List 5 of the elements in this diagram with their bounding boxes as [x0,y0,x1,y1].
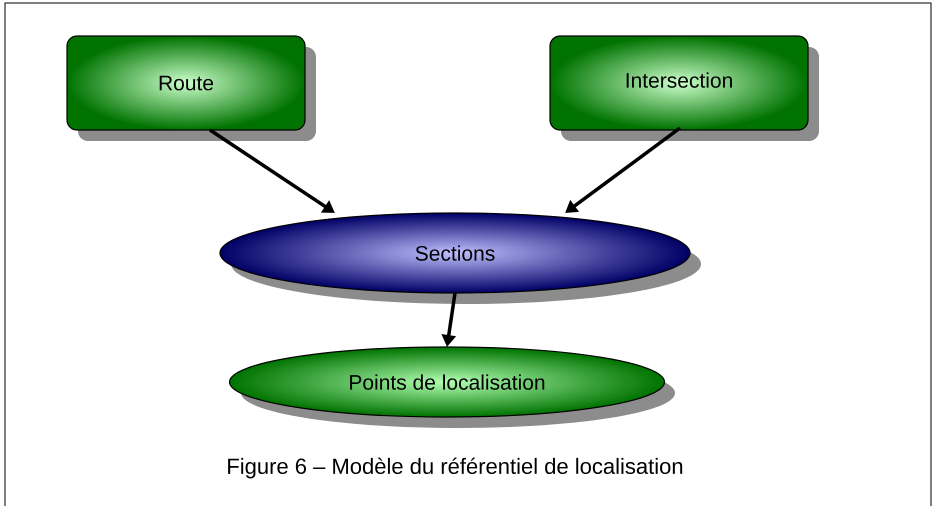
caption: Figure 6 – Modèle du référentiel de localisation [228,458,682,478]
ellipse-node: Points de localisation [228,346,675,428]
process-box: Route [66,35,316,141]
process-box: Intersection [549,35,819,141]
ellipse-node: Sections [219,212,701,304]
